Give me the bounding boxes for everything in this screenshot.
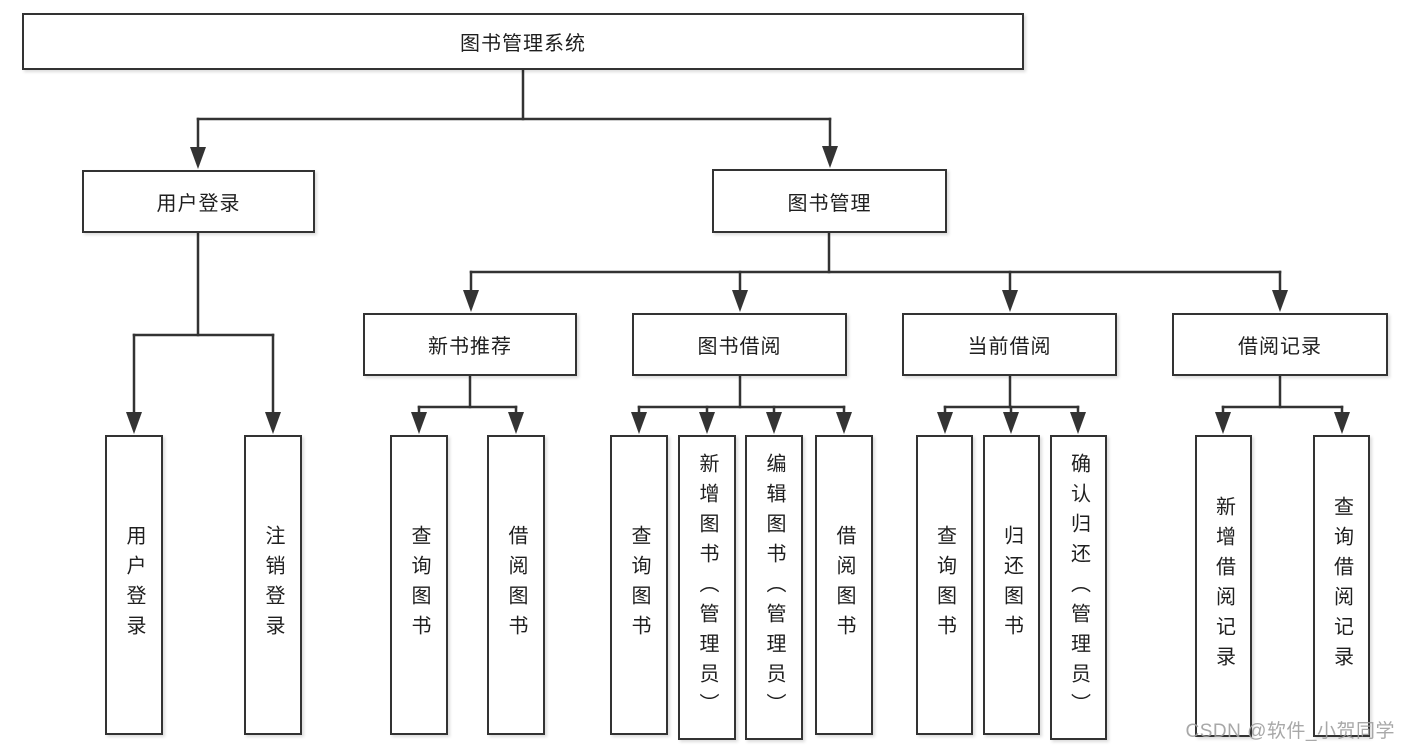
node-user-login: 用户登录 [82,170,315,233]
leaf-confirm-return-admin: 确认归还（管理员） [1050,435,1107,740]
node-borrowing-records: 借阅记录 [1172,313,1388,376]
leaf-query-borrow-record: 查询借阅记录 [1313,435,1370,737]
leaf-borrow-books-borrowing: 借阅图书 [815,435,873,735]
node-book-borrowing: 图书借阅 [632,313,847,376]
node-library-management-system: 图书管理系统 [22,13,1024,70]
leaf-edit-book-admin: 编辑图书（管理员） [745,435,803,740]
leaf-query-books-current: 查询图书 [916,435,973,735]
leaf-logout: 注销登录 [244,435,302,735]
leaf-query-books-recommend: 查询图书 [390,435,448,735]
leaf-add-book-admin: 新增图书（管理员） [678,435,736,740]
leaf-query-books-borrowing: 查询图书 [610,435,668,735]
leaf-borrow-books-recommend: 借阅图书 [487,435,545,735]
leaf-add-borrow-record: 新增借阅记录 [1195,435,1252,737]
node-book-management: 图书管理 [712,169,947,233]
leaf-user-login: 用户登录 [105,435,163,735]
csdn-watermark: CSDN @软件_小贺同学 [1185,721,1395,742]
node-current-borrowing: 当前借阅 [902,313,1117,376]
node-new-book-recommend: 新书推荐 [363,313,577,376]
leaf-return-books: 归还图书 [983,435,1040,735]
